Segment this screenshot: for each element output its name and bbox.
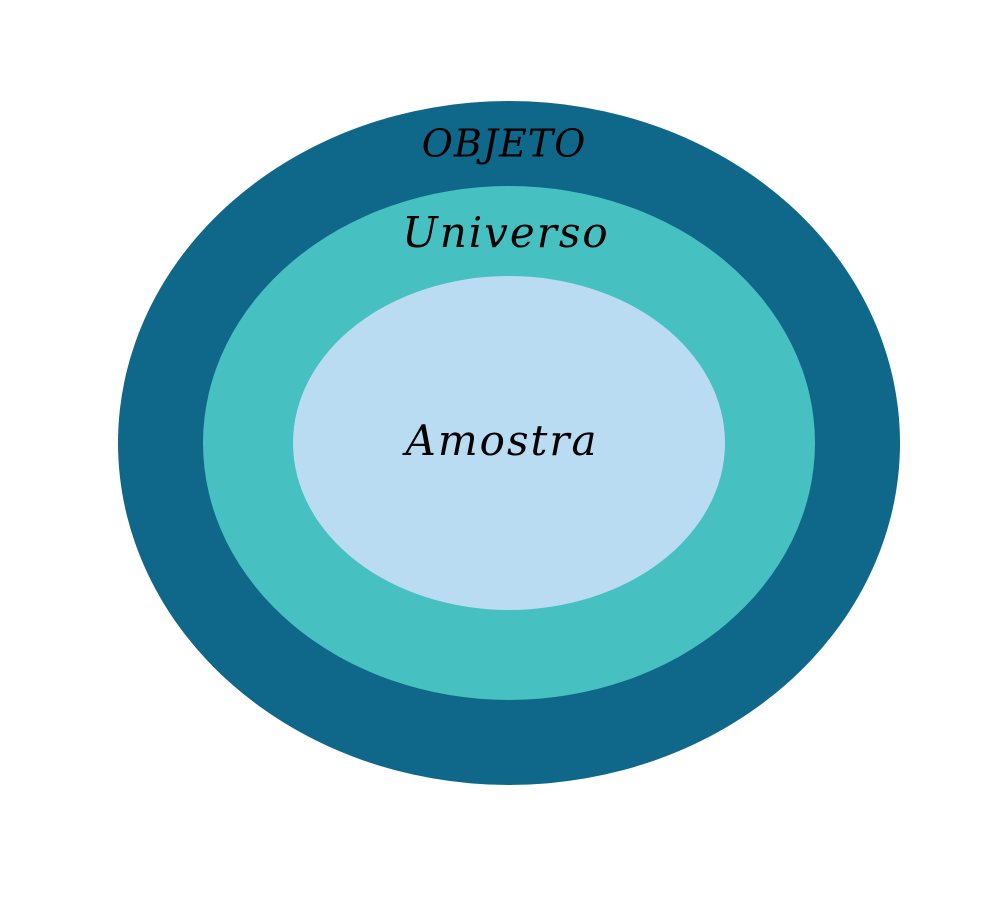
amostra-label: Amostra bbox=[402, 416, 599, 465]
universo-label: Universo bbox=[402, 208, 609, 257]
amostra-inner-ellipse bbox=[293, 276, 725, 610]
objeto-label: OBJETO bbox=[422, 122, 587, 166]
